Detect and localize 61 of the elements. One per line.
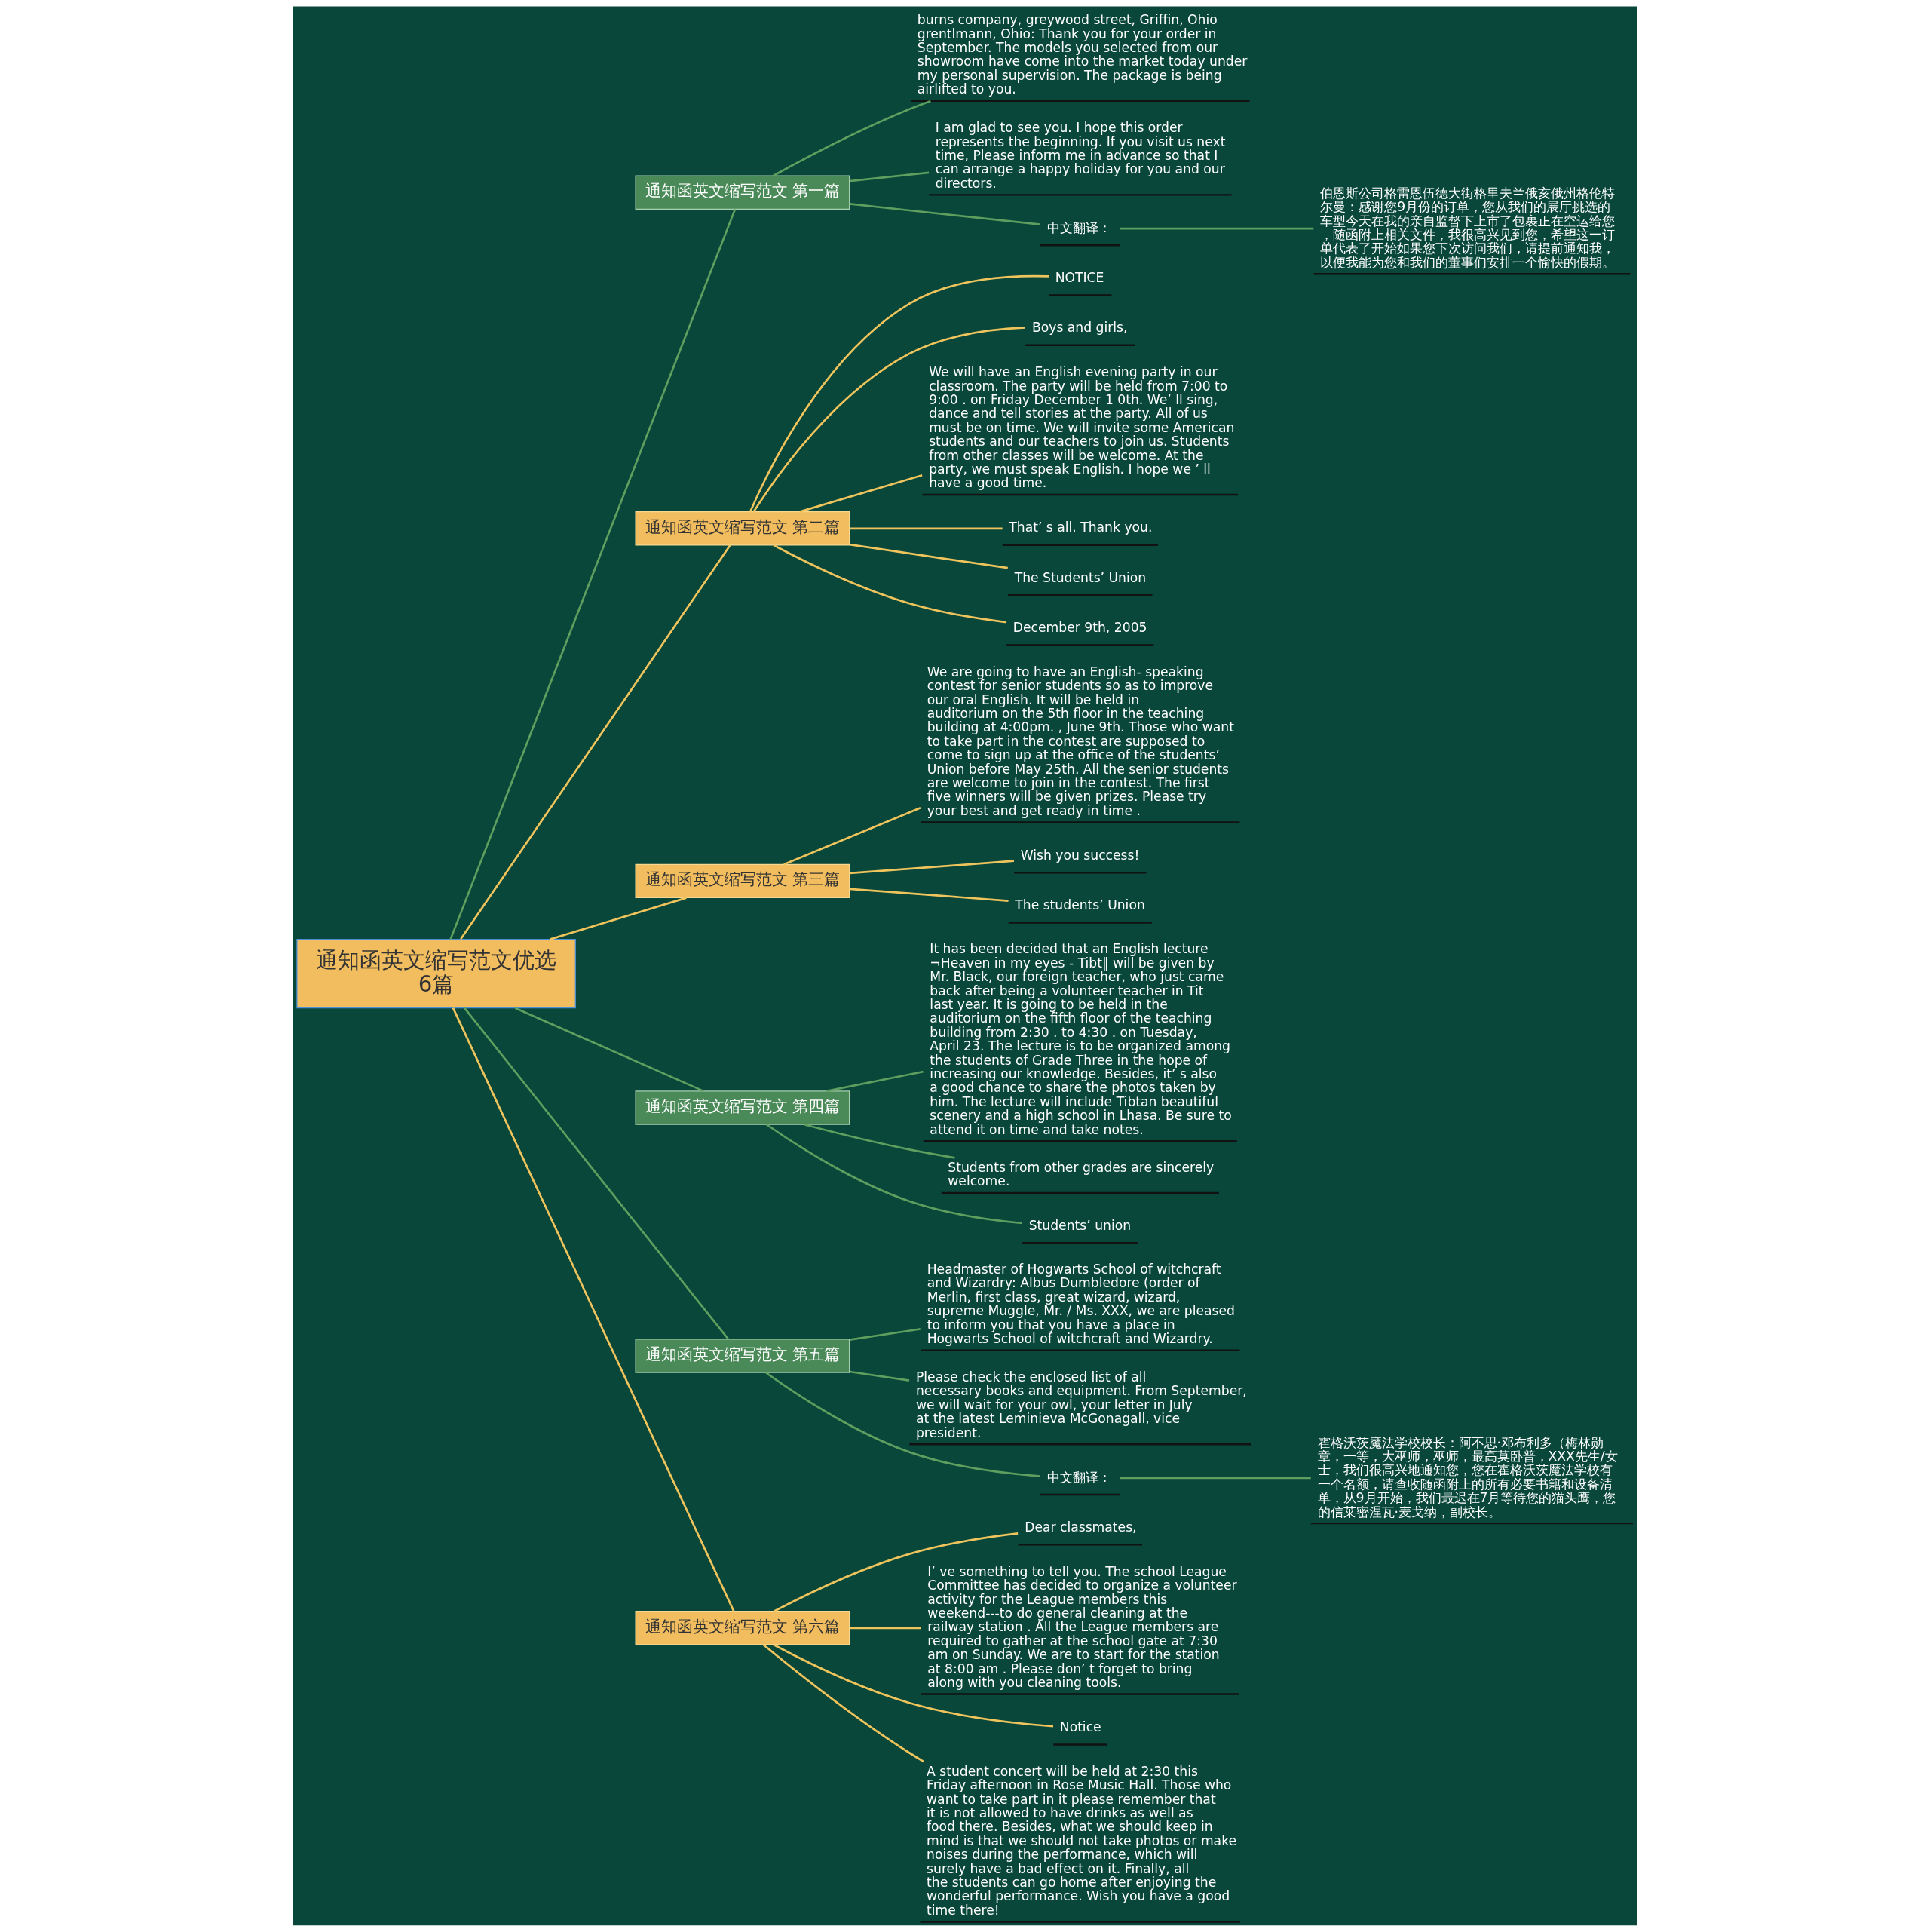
connector — [752, 327, 1025, 513]
node-box: 通知函英文缩写范文 第四篇 — [635, 1090, 850, 1125]
node-text: We are going to have an English- speaking contest for senior students so as to improve our oral English. It will be held in auditorium on the 5th floor in the teaching building at 4:00pm. , June 9th. Those who want to take part in the contest are supposed to come to sign up at the office of the students’ Union before May 25th. All the senior students are welcome to join in the contest. The first five winners will be given prizes. Please try your best and get ready in time . — [927, 664, 1234, 818]
node-text: Headmaster of Hogwarts School of witchcraft and Wizardry: Albus Dumbledore (order of Merlin, first class, great wizard, wizard, supreme Muggle, Mr. / Ms. XXX, we are pleased to inform you that you have a place in Hogwarts School of witchcraft and Wizardry. — [927, 1262, 1235, 1347]
node-box: 通知函英文缩写范文 第二篇 — [635, 511, 850, 546]
node-text: December 9th, 2005 — [1012, 619, 1147, 635]
node-text: We will have an English evening party in our classroom. The party will be held from 7:00 to 9:00 . on Friday December 1 0th. We’ ll sing, dance and tell stories at the party. All of us must be on time. We will invite some American students and our teachers to join us. Students from other classes will be welcome. At the party, we must speak English. I hope we ’ ll have a good time. — [929, 364, 1235, 491]
node-box: 通知函英文缩写范文优选6篇 — [296, 939, 576, 1009]
connector — [460, 544, 731, 940]
connector — [849, 203, 1040, 225]
node-text: burns company, greywood street, Griffin, Ohio grentlmann, Ohio: Thank you for your order in September. The models you selected from our showroom have come into the market today under my personal supervision. The package is being airlifted to you. — [917, 12, 1248, 97]
node-text: Wish you success! — [1020, 847, 1140, 863]
node-text: I am glad to see you. I hope this order represents the beginning. If you visit us next time, Please inform me in advance so that I can arrange a happy holiday for you and our directors. — [935, 120, 1226, 191]
connector — [850, 1627, 921, 1630]
connector — [799, 474, 923, 513]
connector — [804, 1123, 955, 1159]
connector — [849, 860, 1015, 875]
node-text: 伯恩斯公司格雷恩伍德大街格里夫兰俄亥俄州格伦特尔曼：感谢您9月份的订单，您从我们的展厅挑选的车型今天在我的亲自监督下上市了包裹正在空运给您，随函附上相关文件，我很高兴见到您，希望这一订单代表了开始如果您下次访问我们，请提前通知我，以便我能为您和我们的董事们安排一个愉快的假期。 — [1320, 185, 1616, 270]
node-text: The Students’ Union — [1014, 569, 1147, 585]
connector — [783, 807, 921, 866]
node-text: I’ ve something to tell you. The school League Committee has decided to organize a volunteer activity for the League members this weekend---to do general cleaning at the railway station . All the League members are required to gather at the school gate at 7:30 am on Sunday. We are to start for the station at 8:00 am . Please don’ t forget to bring along with you cleaning tools. — [927, 1563, 1237, 1690]
connector — [773, 1643, 1054, 1728]
node-text: That’ s all. Thank you. — [1009, 520, 1153, 535]
node-text: Dear classmates, — [1025, 1519, 1137, 1535]
connector — [774, 1532, 1019, 1612]
node-text: NOTICE — [1055, 269, 1104, 285]
node-text: Boys and girls, — [1031, 320, 1128, 336]
node-text: Notice — [1059, 1719, 1101, 1734]
connector — [1120, 1477, 1311, 1480]
node-box: 通知函英文缩写范文 第五篇 — [635, 1339, 850, 1373]
connector — [463, 1007, 729, 1340]
node-box: 通知函英文缩写范文 第三篇 — [635, 863, 850, 899]
node-text: It has been decided that an English lecture ¬Heaven in my eyes - Tibt‖ will be given by Mr. Black, our foreign teacher, who just came back after being a volunteer teacher in Tit last year. It is going to be held in the auditorium on the fifth floor of the teaching building from 2:30 . to 4:30 . on Tuesday, April 23. The lecture is to be organized among the students of Grade Three in the hope of increasing our knowledge. Besides, it’ s also a good chance to share the photos taken by him. The lecture will include Tibtan beautiful scenery and a high school in Lhasa. Be sure to attend it on time and take notes. — [930, 941, 1232, 1137]
connector — [749, 274, 1049, 513]
node-text: 中文翻译： — [1046, 1469, 1111, 1485]
connector — [449, 208, 737, 940]
connector — [849, 1370, 910, 1382]
connector — [849, 543, 1008, 569]
connector — [762, 1643, 924, 1763]
connector — [550, 897, 687, 940]
connector — [849, 1328, 921, 1341]
node-box: 通知函英文缩写范文 第一篇 — [635, 175, 850, 210]
node-text: 霍格沃茨魔法学校校长：阿不思·邓布利多（梅林勋章，一等，大巫师，巫师，最高莫卧普，XXX先生/女士，我们很高兴地通知您，您在霍格沃茨魔法学校有一个名额，请查收随函附上的所有必要书籍和设备清单，从9月开始，我们最迟在7月等待您的猫头鹰，您的信莱密涅瓦·麦戈纳，副校长。 — [1317, 1434, 1618, 1520]
connector — [850, 527, 1003, 530]
connector — [772, 100, 931, 177]
node-text: Students’ union — [1028, 1217, 1132, 1233]
connector — [452, 1007, 735, 1612]
connector — [1120, 227, 1314, 230]
node-text: 中文翻译： — [1046, 219, 1111, 235]
connector — [849, 888, 1009, 902]
connector — [765, 1372, 1040, 1477]
node-text: A student concert will be held at 2:30 this Friday afternoon in Rose Music Hall. Those who want to take part in it please remember that it is not allowed to have drinks as well as food there. Besides, what we should keep in mind is that we should not take photos or make noises during the performance, which will surely have a bad effect on it. Finally, all the students can go home after enjoying the wonderful performance. Wish you have a good time there! — [927, 1763, 1237, 1918]
connector — [826, 1070, 924, 1093]
node-text: The students’ Union — [1015, 897, 1145, 913]
node-text: Students from other grades are sincerely welcome. — [948, 1160, 1215, 1189]
connector — [849, 171, 930, 182]
node-box: 通知函英文缩写范文 第六篇 — [635, 1611, 850, 1645]
node-text: Please check the enclosed list of all necessary books and equipment. From September, we will wait for your owl, your letter in July at the latest Leminieva McGonagall, vice president. — [915, 1369, 1247, 1440]
connector — [773, 544, 1007, 624]
connector — [514, 1007, 704, 1093]
connector — [766, 1124, 1023, 1225]
